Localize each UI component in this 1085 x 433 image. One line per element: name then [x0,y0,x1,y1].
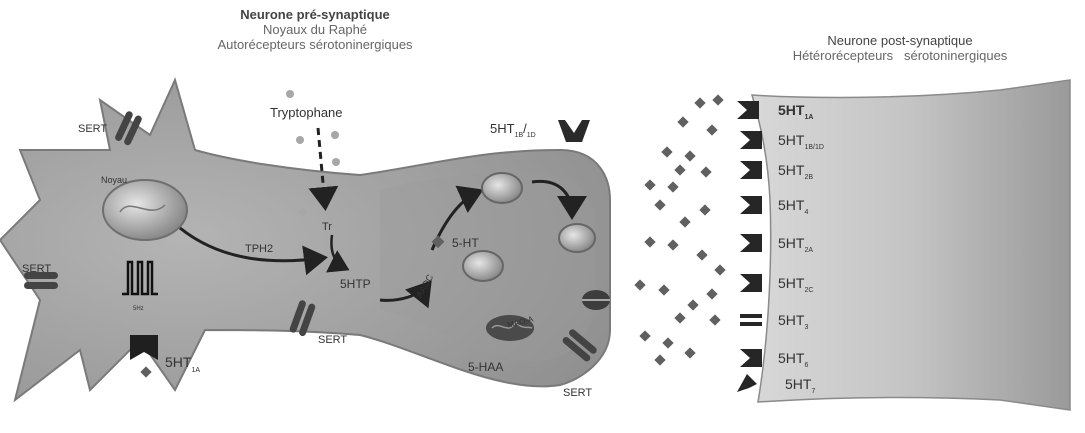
receptor-icon [740,131,762,149]
transporter-tr-label: Tr [322,221,332,233]
serotonin-molecule [644,179,655,190]
autoreceptor-5ht1a [130,335,158,360]
5ht-label: 5-HT [452,236,479,250]
receptor-icon [740,196,762,214]
serotonin-molecule [679,216,690,227]
receptor-icon [737,374,757,392]
vesicle [559,224,595,252]
nucleus [103,180,187,240]
serotonin-molecule [644,236,655,247]
synaptic-serotonin [634,94,725,365]
serotonin-molecule [667,181,678,192]
5-haa-label: 5-HAA [468,360,503,374]
serotonin-molecule [140,366,151,377]
vesicle [463,251,503,281]
autoreceptor-5ht1b-1d [558,120,590,142]
presynaptic-header: Neurone pré-synaptique Noyaux du Raphé A… [195,7,435,52]
serotonin-molecule [687,299,698,310]
serotonin-molecule [654,354,665,365]
serotonin-molecule [674,312,685,323]
serotonin-molecule [634,279,645,290]
postsynaptic-title: Neurone post-synaptique [770,33,1030,48]
postsynaptic-heteroreceptors: Hétérorécepteurs sérotoninergiques [770,48,1030,63]
5htp-label: 5HTP [340,277,371,291]
receptor-icon [740,274,762,292]
presynaptic-title: Neurone pré-synaptique [195,7,435,22]
release-site [582,290,610,310]
nucleus-label: Noyau [101,175,127,185]
serotonin-molecule [706,124,717,135]
sert-top-label: SERT [78,123,107,135]
serotonin-molecule [696,249,707,260]
serotonin-molecule [714,264,725,275]
serotonin-molecule [706,288,717,299]
serotonin-molecule [684,150,695,161]
serotonin-molecule [712,94,723,105]
receptor-icon [740,234,762,252]
postsynaptic-header: Neurone post-synaptique Hétérorécepteurs… [770,33,1030,63]
serotonin-molecule [667,239,678,250]
receptor-icon [740,349,762,367]
postsynaptic-receptors [737,101,762,392]
spike-frequency-label: 5Hz [133,306,144,312]
sert-bottom-label: SERT [318,334,347,346]
presynaptic-autoreceptors: Autorécepteurs sérotoninergiques [195,37,435,52]
serotonin-molecule [661,146,672,157]
serotonin-molecule [694,97,705,108]
sert-right-label: SERT [563,387,592,399]
serotonin-molecule [654,199,665,210]
serotonin-molecule [699,204,710,215]
receptor-icon [740,314,762,326]
tryptophane-label: Tryptophane [270,105,343,120]
autoreceptor-5ht1b-1d-label: 5HT1B/1D [490,121,536,139]
sert-left-label: SERT [22,263,51,275]
presynaptic-subtitle: Noyaux du Raphé [195,22,435,37]
serotonin-molecule [700,166,711,177]
receptor-icon [737,101,759,119]
serotonin-molecule [684,347,695,358]
serotonin-molecule [674,164,685,175]
serotonin-molecule [709,314,720,325]
serotonin-molecule [662,337,673,348]
serotonin-molecule [677,116,688,127]
serotonin-molecule [658,284,669,295]
vesicle [482,173,522,203]
tph2-label: TPH2 [245,243,273,255]
receptor-icon [740,161,762,179]
serotonin-molecule [639,330,650,341]
